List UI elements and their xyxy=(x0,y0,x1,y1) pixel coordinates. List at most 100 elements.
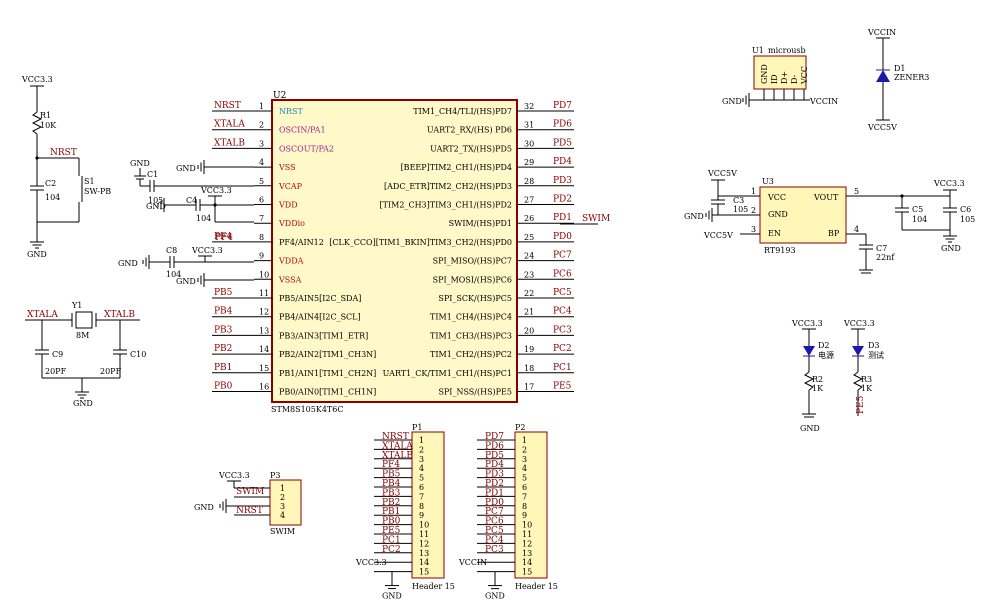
mcu-net-pd4: PD4 xyxy=(553,157,572,167)
mcu-pin-23: SPI_MOSI/(HS)PC6 xyxy=(433,275,512,284)
mcu-pin-32: TIM1_CH4/TLI/(HS)PD7 xyxy=(413,107,512,116)
c7-value: 22nf xyxy=(876,253,895,262)
mcu-net-pb5: PB5 xyxy=(214,288,233,298)
mcu-net-pc4: PC4 xyxy=(553,307,572,317)
mcu-net-pd6: PD6 xyxy=(553,120,572,130)
mcu-pin-num-12: 12 xyxy=(259,308,269,317)
p3-name: SWIM xyxy=(270,527,295,536)
reset-gnd-label: GND xyxy=(27,250,47,259)
p2-net-vccin: VCCIN xyxy=(458,558,487,567)
mcu-pin-num-15: 15 xyxy=(259,364,269,373)
p2-pin-1: 1 xyxy=(522,436,527,445)
vssa-gnd-label: GND xyxy=(176,277,196,286)
mcu-net-pc7: PC7 xyxy=(553,251,572,261)
mcu-pin-num-2: 2 xyxy=(259,121,264,130)
ldo-n1: 1 xyxy=(751,187,756,196)
mcu-pin-num-30: 30 xyxy=(524,139,534,148)
c10-ref: C10 xyxy=(130,350,146,359)
p1-net-pb0: PB0 xyxy=(382,517,401,527)
c3-ref: C3 xyxy=(733,196,744,205)
p1-net-pe5: PE5 xyxy=(382,526,401,536)
mcu-pin-num-21: 21 xyxy=(524,308,534,317)
p1-net-xtala: XTALA xyxy=(382,441,413,451)
mcu-pin-17: SPI_NSS/(HS)PE5 xyxy=(438,388,512,397)
mcu-net-pc3: PC3 xyxy=(553,325,572,335)
ldo-pin-vout: VOUT xyxy=(813,193,839,202)
p2-pin-12: 12 xyxy=(522,539,532,548)
p1-pin-13: 13 xyxy=(419,549,429,558)
usb-gnd-label: GND xyxy=(722,97,742,106)
p2-net-pd2: PD2 xyxy=(485,479,504,489)
y1-value: 8M xyxy=(76,331,89,340)
crystal-gnd-label: GND xyxy=(73,399,93,408)
c4-value: 104 xyxy=(196,214,211,223)
p1-net-pb2: PB2 xyxy=(382,498,400,508)
ldo-gnd-label: GND xyxy=(684,212,704,221)
d3-ref: D3 xyxy=(868,341,880,350)
mcu-pin-num-11: 11 xyxy=(259,289,269,298)
p3-pin-3: 3 xyxy=(280,502,285,511)
mcu-pin-num-32: 32 xyxy=(524,102,534,111)
y1-ref: Y1 xyxy=(71,301,82,310)
p1-net-pb1: PB1 xyxy=(382,507,400,517)
mcu-pin-num-26: 26 xyxy=(524,214,534,223)
mcu-net-pd7: PD7 xyxy=(553,101,572,111)
ldo-n5: 5 xyxy=(854,187,859,196)
p2-net-gnd: GND xyxy=(485,592,505,601)
p1-pin-8: 8 xyxy=(419,502,424,511)
mcu-pin-num-1: 1 xyxy=(259,102,264,111)
p2-net-pc6: PC6 xyxy=(485,517,504,527)
p2-pin-7: 7 xyxy=(522,492,527,501)
caps-vcc-label: VCC3.3 xyxy=(200,186,232,195)
usb-pin-dp: D+ xyxy=(780,71,789,84)
p2-net-pd3: PD3 xyxy=(485,470,504,480)
zener-vccin-label: VCCIN xyxy=(867,28,896,37)
mcu-net-xtalb: XTALB xyxy=(214,138,245,148)
header-p1: P1 Header 15 1NRST2XTALA3XTALB4PF45PB56P… xyxy=(355,423,455,601)
c2-ref: C2 xyxy=(45,179,56,188)
p1-pin-11: 11 xyxy=(419,530,429,539)
usb-pin-id: ID xyxy=(770,74,779,84)
c5-ref: C5 xyxy=(912,205,923,214)
mcu-pin-18: UART1_CK/TIM1_CH1/(HS)PC1 xyxy=(383,369,512,378)
p1-net-pb4: PB4 xyxy=(382,479,401,489)
pf4-net-label: PF4 xyxy=(215,233,233,243)
p2-pin-4: 4 xyxy=(522,464,527,473)
ldo-body xyxy=(759,186,847,244)
mcu-pin-num-24: 24 xyxy=(524,252,534,261)
p1-pin-14: 14 xyxy=(419,558,429,567)
usb-vccin-label: VCCIN xyxy=(809,97,838,106)
mcu-pin-num-16: 16 xyxy=(259,383,269,392)
p2-pin-8: 8 xyxy=(522,502,527,511)
ldo-vcc5-top: VCC5V xyxy=(707,169,737,178)
mcu-pin-19: TIM1_CH2/(HS)PC2 xyxy=(430,350,512,359)
swim-header-p3: P3 VCC3.3 SWIM GND NRST 1 2 3 4 SWIM xyxy=(194,471,302,536)
mcu-decoupling: GND C1 105 VCC3.3 GND C4 104 PF4 C8 VCC3… xyxy=(118,159,254,288)
p3-ref: P3 xyxy=(270,471,280,480)
p2-net-pc7: PC7 xyxy=(485,507,504,517)
ldo-pin-gnd: GND xyxy=(768,210,788,219)
led-a-gnd: GND xyxy=(800,424,820,433)
r3-value: 1K xyxy=(861,384,873,393)
mcu-net-nrst: NRST xyxy=(214,101,241,111)
mcu-net-pf4: PF4 xyxy=(214,232,232,242)
mcu-pin-25: [CLK_CCO][TIM1_BKIN]TIM3_CH2/(HS)PD0 xyxy=(329,238,512,247)
mcu-net-pc5: PC5 xyxy=(553,288,572,298)
p3-vcc: VCC3.3 xyxy=(218,471,250,480)
mcu-pin-31: UART2_RX/(HS) PD6 xyxy=(427,126,512,135)
p2-pin-3: 3 xyxy=(522,455,527,464)
mcu-pin-num-10: 10 xyxy=(259,270,269,279)
p2-pin-6: 6 xyxy=(522,483,527,492)
p1-pin-15: 15 xyxy=(419,568,429,577)
mcu-pin-num-22: 22 xyxy=(524,289,534,298)
p1-pin-6: 6 xyxy=(419,483,424,492)
c8-ref: C8 xyxy=(166,246,177,255)
mcu-net-pd2: PD2 xyxy=(553,195,572,205)
xtalb-label: XTALB xyxy=(104,310,135,320)
mcu-net-pd3: PD3 xyxy=(553,176,572,186)
d3-value: 测试 xyxy=(868,350,884,360)
mcu-pin-7: VDDio xyxy=(278,219,305,228)
ldo-part: RT9193 xyxy=(764,246,796,255)
reset-vcc-label: VCC3.3 xyxy=(21,75,53,84)
